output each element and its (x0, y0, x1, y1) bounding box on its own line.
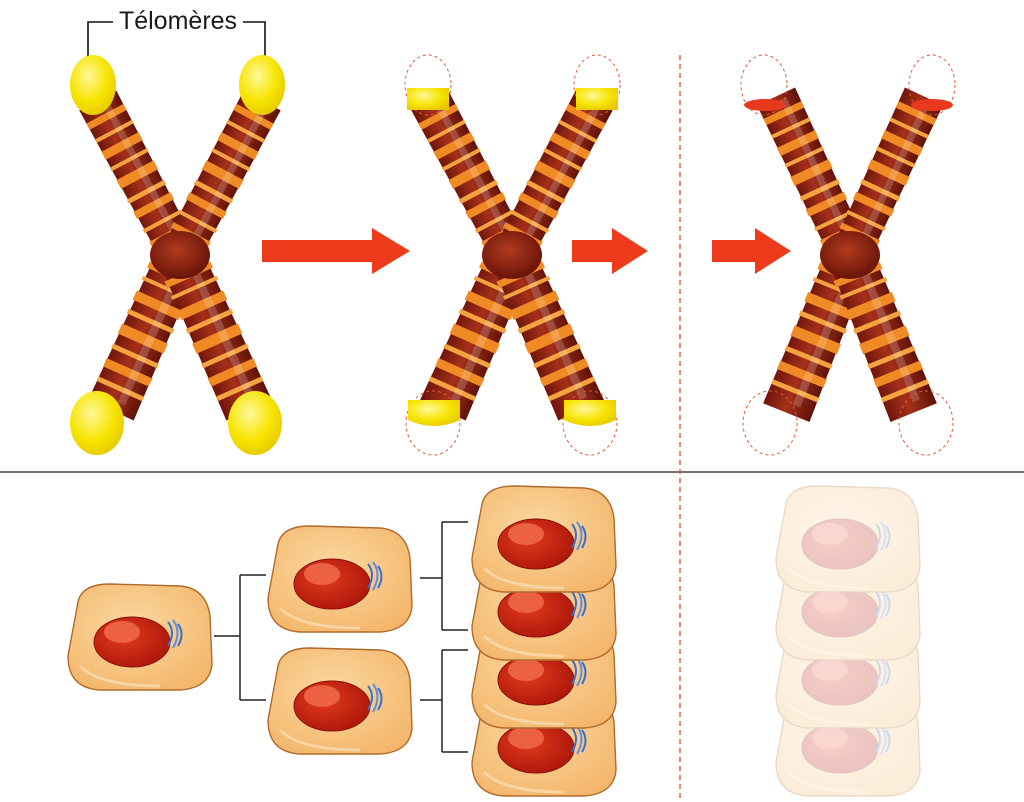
lost-telomere-outlines-final (740, 54, 956, 456)
cell-generation-3 (470, 484, 618, 798)
bracket-1 (214, 574, 266, 701)
chromosome-shortened-telomeres (404, 54, 621, 456)
chromosome-no-telomeres (740, 54, 956, 456)
telomeres-label-text: Télomères (119, 7, 237, 35)
telomeres-label: Télomères (84, 7, 269, 68)
bracket-2b (420, 649, 468, 753)
chromosome-full-telomeres (70, 55, 285, 455)
senescent-cells-faded (774, 484, 922, 798)
arrow-right-3 (712, 228, 791, 274)
cell-generation-1 (66, 582, 214, 692)
lost-telomere-outlines (404, 54, 621, 456)
cell-division-tree (66, 484, 618, 798)
exposed-chromosome-ends (744, 99, 953, 111)
centromere (150, 231, 210, 279)
arrow-right-1 (262, 228, 410, 274)
arrow-right-2 (572, 228, 648, 274)
telomere-caps (70, 55, 285, 455)
short-telomere-caps (407, 88, 618, 426)
cell-generation-2a (266, 524, 414, 634)
bracket-2a (420, 521, 468, 631)
cell-generation-2b (266, 646, 414, 756)
